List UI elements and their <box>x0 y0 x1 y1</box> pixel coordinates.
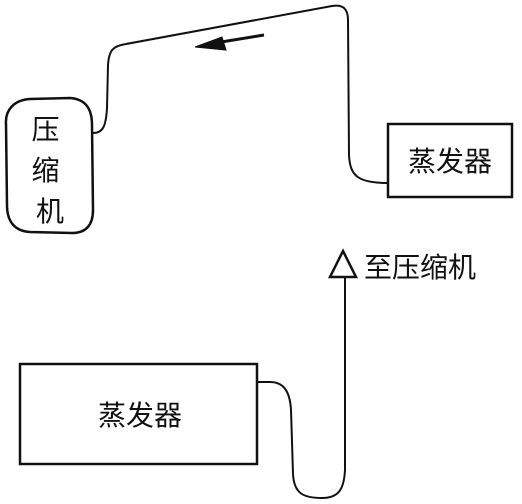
to-compressor-label: 至压缩机 <box>364 251 476 284</box>
suction-line-top <box>92 4 389 184</box>
evaporator-top-box <box>386 122 514 199</box>
evaporator-top-label: 蒸发器 <box>408 145 492 178</box>
flow-arrow-head <box>194 36 227 51</box>
suction-line-bottom <box>257 277 346 500</box>
compressor-box <box>4 96 95 235</box>
to-compressor-triangle-icon <box>327 248 359 279</box>
compressor-label: 压 缩 机 <box>32 113 69 228</box>
evaporator-bottom-label: 蒸发器 <box>98 399 182 432</box>
evaporator-bottom-box <box>18 362 259 466</box>
